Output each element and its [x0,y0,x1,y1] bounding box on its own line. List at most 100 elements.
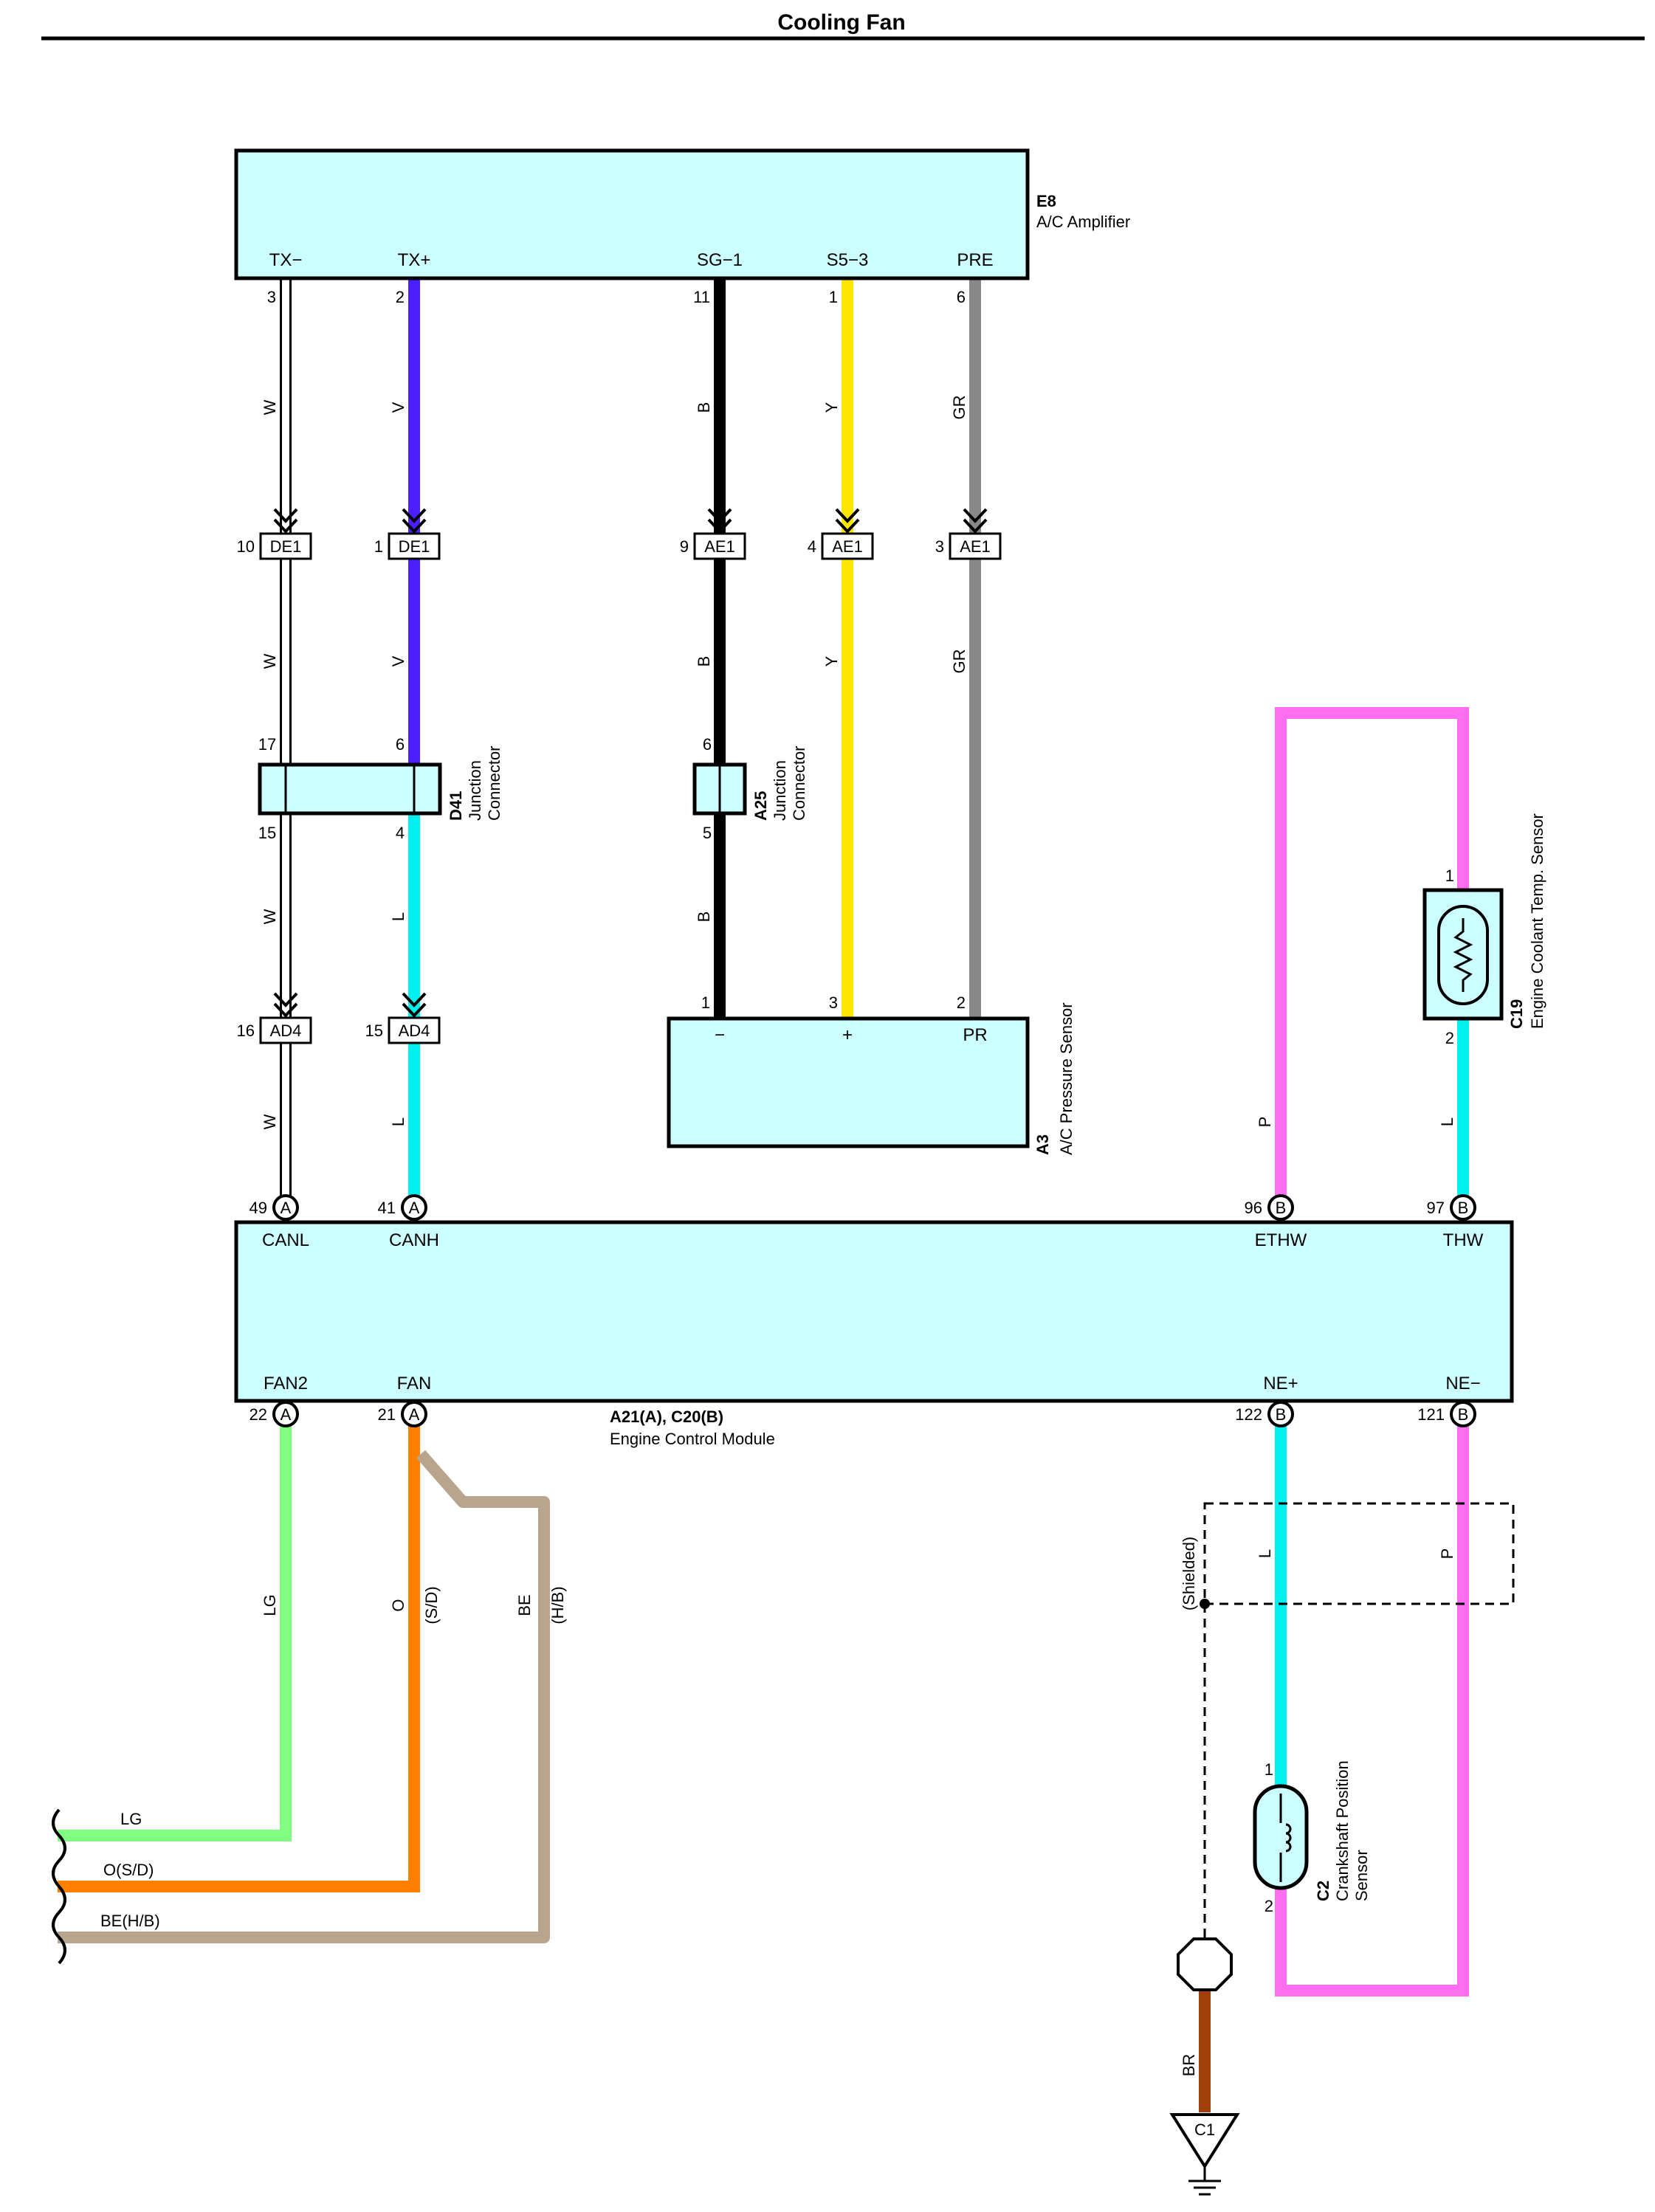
ecm-term-ethw: ETHW [1255,1230,1307,1250]
wire-p-ethw [1275,707,1469,1197]
svg-text:AE1: AE1 [704,537,735,556]
e8-term-sg1: SG−1 [697,250,743,270]
inline-connector-ae1-3: AE1 3 [935,508,1002,560]
inline-connector-de1-1: DE1 1 [374,508,441,560]
inline-connector-ad4-16: AD4 16 [237,992,312,1044]
e8-name: A/C Amplifier [1036,213,1130,231]
e8-term-s53: S5−3 [827,250,869,270]
wc-w-3: W [261,909,279,924]
e8-id: E8 [1036,192,1056,210]
wc-l-5: L [1438,1117,1456,1126]
a3-term-minus: − [715,1025,725,1045]
off-page-o-sd: O(S/D) [103,1861,154,1879]
wc-gr-2: GR [950,650,968,674]
d41-junction-connector [258,762,442,816]
shield-junction [1200,1599,1210,1609]
e8-term-tx-minus: TX− [269,250,303,270]
d41-pin-4: 4 [396,824,405,842]
a3-box [667,1016,1030,1148]
off-page-lg: LG [120,1810,142,1828]
inline-connector-de1-10: DE1 10 [237,508,312,560]
d41-pin-15: 15 [258,824,276,842]
c2-pin-2: 2 [1265,1897,1273,1915]
a25-junction-connector [692,762,747,816]
svg-text:DE1: DE1 [399,537,430,556]
shielded-label: (Shielded) [1180,1537,1198,1610]
wc-v-1: V [389,402,407,413]
inline-connector-ae1-4: AE1 4 [808,508,874,560]
inline-connector-ae1-9: AE1 9 [680,508,746,560]
diagram-title: Cooling Fan [777,10,905,35]
ecm-pin-97: 97 [1427,1199,1445,1217]
a3-id: A3 [1033,1134,1052,1155]
wc-l-3: L [389,912,407,921]
wire-lg [58,1416,292,1841]
wc-y-1: Y [822,402,841,413]
svg-text:B: B [1458,1199,1469,1217]
wire-o [58,1416,420,1892]
d41-name-1: Junction [466,760,484,821]
ecm-term-canl: CANL [262,1230,309,1250]
a3-term-pr: PR [963,1025,987,1045]
d41-name-2: Connector [485,745,503,821]
wc-gr-1: GR [950,396,968,420]
a3-term-plus: + [842,1025,853,1045]
inline-connector-ad4-15: AD4 15 [365,992,441,1044]
wc-b-2: B [695,656,713,667]
e8-term-pre: PRE [957,250,993,270]
a3-pin-3: 3 [829,993,838,1012]
ecm-box [234,1220,1514,1403]
e8-pin-2: 2 [396,288,405,306]
c1-ground-point [1169,2113,1240,2169]
c19-pin-2: 2 [1445,1029,1454,1047]
d41-id: D41 [447,791,465,821]
off-page-be-hb: BE(H/B) [100,1912,160,1930]
a25-id: A25 [751,791,770,821]
e8-pin-1: 1 [829,288,838,306]
a3-name: A/C Pressure Sensor [1057,1002,1076,1155]
ground-icon [1188,2166,1221,2196]
svg-text:16: 16 [237,1021,255,1040]
svg-text:DE1: DE1 [270,537,302,556]
ecm-term-fan2: FAN2 [264,1374,308,1393]
c19-pin-1: 1 [1445,866,1454,885]
wc-be: BE [515,1594,534,1616]
svg-text:9: 9 [680,537,689,556]
shield-box [1203,1502,1515,1605]
wire-be [58,1450,550,1943]
svg-text:A: A [281,1405,292,1424]
svg-text:10: 10 [237,537,255,556]
svg-text:AE1: AE1 [832,537,863,556]
wc-l-4: L [389,1117,407,1126]
wc-b-3: B [695,912,713,923]
e8-term-tx-plus: TX+ [398,250,431,270]
svg-text:A: A [281,1199,292,1217]
ecm-term-ne-minus: NE− [1445,1374,1480,1393]
svg-text:A: A [409,1199,420,1217]
wc-v-2: V [389,655,407,666]
ecm-top-connectors: A A B B [272,1194,1476,1221]
e8-pin-3: 3 [267,288,276,306]
ecm-term-canh: CANH [389,1230,439,1250]
wc-l-shield: L [1256,1549,1274,1558]
wc-p-1: P [1256,1117,1274,1128]
c19-id: C19 [1507,999,1526,1029]
shield-ground-joint [1177,1937,1233,1991]
wc-y-2: Y [822,655,841,666]
svg-text:AD4: AD4 [270,1021,302,1040]
svg-text:3: 3 [935,537,944,556]
wc-w-4: W [261,1114,279,1129]
e8-pin-6: 6 [957,288,966,306]
ecm-term-fan: FAN [397,1374,432,1393]
d41-pin-17: 17 [258,735,276,754]
svg-text:B: B [1276,1405,1287,1424]
wc-o: O [389,1599,407,1611]
ecm-pin-41: 41 [378,1199,396,1217]
wc-hb: (H/B) [548,1586,567,1624]
wc-b-1: B [695,402,713,413]
wire-p-ne-minus [1275,1416,1469,1996]
svg-text:B: B [1276,1199,1287,1217]
wc-sd: (S/D) [422,1586,441,1624]
ecm-pin-22: 22 [250,1405,267,1424]
a3-pin-1: 1 [701,993,710,1012]
